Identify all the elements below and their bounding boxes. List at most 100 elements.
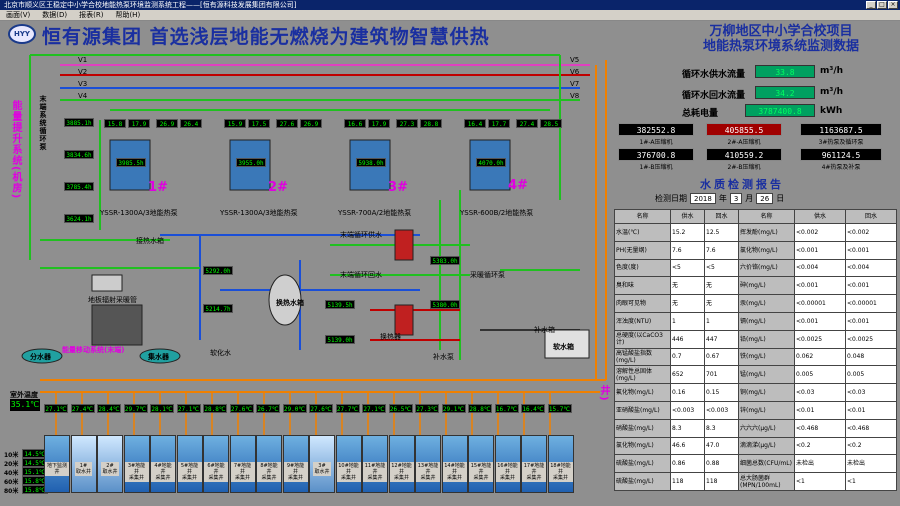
depth-label: 80米 (4, 488, 19, 495)
mid-load-2: 5214.7h (203, 304, 233, 313)
left-load-3: 3785.4h (64, 182, 94, 191)
table-cell: <0.001 (845, 311, 897, 331)
table-cell: <5 (704, 258, 739, 278)
well-temp: 28.8℃ (468, 404, 492, 413)
table-cell: 0.7 (670, 347, 705, 367)
hp4-temp-1: 16.4 (464, 119, 486, 128)
well-label: 9#地能井 采集井 (283, 462, 308, 482)
well-column[interactable]: 5#地能井 采集井 (176, 435, 203, 493)
company-slogan: 恒有源集团 首选浅层地能无燃烧为建筑物智慧供热 (42, 26, 490, 48)
indoor-temp-label: 室外温度 (10, 391, 38, 399)
power-unit: kWh (820, 106, 843, 116)
well-column[interactable]: 1# 取水井 (70, 435, 97, 493)
well-column[interactable]: 14#地能井 采集井 (441, 435, 468, 493)
hp4-power: 4070.0h (476, 158, 506, 167)
well-column[interactable]: 3# 取水井 (309, 435, 335, 493)
well-label: 3# 取水井 (313, 462, 331, 476)
table-cell: <0.002 (794, 223, 846, 242)
table-header-cell: 名称 (614, 209, 671, 224)
well-column[interactable]: 17#地能井 采集井 (521, 435, 547, 493)
table-cell: 铁(mg/L) (738, 347, 795, 367)
hp1-temp-1: 15.8 (104, 119, 126, 128)
window-title: 北京市顺义区王稳定中小学合校地能热泵环境监测系统工程——[恒有源科技发展集团有限… (0, 0, 900, 10)
menu-view[interactable]: 画面(V) (6, 11, 31, 19)
month-unit: 月 (745, 194, 754, 203)
well-column[interactable]: 地下监测井 (44, 435, 70, 493)
well-column[interactable]: 15#地能井 采集井 (468, 435, 494, 493)
table-cell: 7.6 (670, 240, 705, 260)
meter-4: 961124.5 (800, 148, 882, 161)
well-temp: 29.0℃ (282, 404, 307, 413)
well-label: 地下监测井 (45, 462, 69, 476)
well-column[interactable]: 8#地能井 采集井 (256, 435, 282, 493)
minimize-button[interactable]: _ (866, 1, 876, 9)
pipe-lines (29, 54, 607, 393)
date-label: 检测日期 (655, 194, 687, 203)
table-header-cell: 回水 (704, 209, 739, 224)
hp2-temp-3: 27.6 (276, 119, 298, 128)
table-cell: 铅(mg/L) (738, 329, 795, 349)
well-column[interactable]: 16#地能井 采集井 (494, 435, 521, 493)
year-field[interactable]: 2018 (690, 193, 716, 204)
well-column[interactable]: 11#地能井 采集井 (362, 435, 388, 493)
hp3-temp-3: 27.3 (396, 119, 418, 128)
well-column[interactable]: 2# 取水井 (97, 435, 123, 493)
table-cell: 滴滴涕(μg/L) (738, 436, 795, 456)
maximize-button[interactable]: □ (877, 1, 887, 9)
table-cell: 0.88 (704, 454, 739, 474)
well-column[interactable]: 9#地能井 采集井 (282, 435, 309, 493)
hp4-temp-4: 28.5 (540, 119, 562, 128)
well-label: 2# 取水井 (101, 462, 119, 476)
day-field[interactable]: 26 (756, 193, 774, 204)
coll-label: 集水器 (148, 353, 169, 361)
table-cell: 色度(度) (614, 258, 671, 278)
table-cell: 无 (670, 276, 705, 296)
table-header-row: 名称供水回水名称供水回水 (614, 209, 897, 224)
well-column[interactable]: 18#地能井 采集井 (547, 435, 574, 493)
month-field[interactable]: 3 (729, 193, 743, 204)
well-temp: 27.1℃ (44, 404, 68, 413)
table-cell: 446 (670, 329, 705, 349)
table-cell: <0.001 (794, 240, 846, 260)
well-column[interactable]: 7#地能井 采集井 (229, 435, 256, 493)
table-cell: <0.01 (845, 400, 897, 420)
well-label: 17#地能井 采集井 (522, 462, 546, 482)
table-cell: 总硬度(以CaCO3计) (614, 329, 671, 349)
circ-pump-label: 采暖循环泵 (470, 271, 505, 279)
table-header-cell: 供水 (794, 209, 846, 224)
meter-3-label: 3#热泵及循环泵 (818, 139, 864, 146)
menu-help[interactable]: 帮助(H) (115, 11, 141, 19)
table-cell: 1 (670, 311, 705, 331)
menu-data[interactable]: 数据(D) (42, 11, 68, 19)
well-column[interactable]: 6#地能井 采集井 (203, 435, 229, 493)
table-cell: <0.00001 (794, 294, 846, 313)
table-cell: <0.468 (845, 418, 897, 438)
table-cell: 铜(mg/L) (738, 383, 795, 402)
close-button[interactable]: × (888, 1, 898, 9)
table-cell: 氟化物(mg/L) (614, 383, 671, 402)
well-label: 3#地能井 采集井 (124, 462, 149, 482)
table-cell: <0.03 (794, 383, 846, 402)
table-cell: <0.03 (845, 383, 897, 402)
table-cell: 细菌总数(CFU/mL) (738, 454, 795, 474)
table-cell: 1 (704, 311, 739, 331)
well-label: 15#地能井 采集井 (469, 462, 493, 482)
mid-load-4: 5139.0h (325, 335, 355, 344)
hp1-temp-3: 26.9 (156, 119, 178, 128)
well-column[interactable]: 4#地能井 采集井 (150, 435, 176, 493)
well-column[interactable]: 13#地能井 采集井 (415, 435, 441, 493)
project-title-line1: 万柳地区中小学合校项目 (709, 24, 853, 39)
table-cell: <0.002 (845, 223, 897, 242)
table-cell: 0.15 (704, 383, 739, 402)
table-cell: <0.0025 (845, 329, 897, 349)
heat-pump-units (109, 139, 511, 191)
table-cell: 47.0 (704, 436, 739, 456)
well-column[interactable]: 12#地能井 采集井 (388, 435, 415, 493)
menu-report[interactable]: 报表(R) (79, 11, 104, 19)
well-column[interactable]: 10#地能井 采集井 (335, 435, 362, 493)
well-column[interactable]: 3#地能井 采集井 (123, 435, 150, 493)
